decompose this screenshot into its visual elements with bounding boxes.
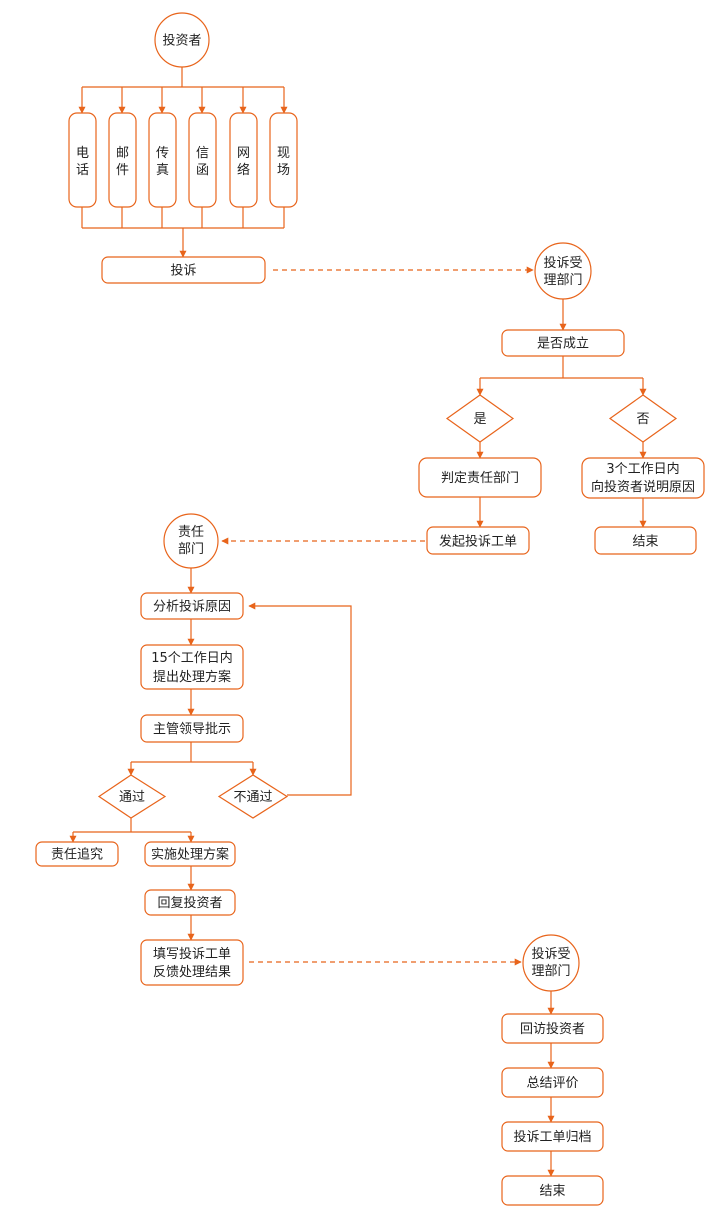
- investor-label: 投资者: [162, 33, 201, 49]
- accept-dept-node: 投诉受 理部门: [534, 242, 592, 300]
- accept-dept-label: 理部门: [543, 273, 582, 288]
- notify-investor-label: 向投资者说明原因: [591, 479, 695, 495]
- resp-dept-label: 责任: [178, 525, 204, 540]
- end-node: 结束: [594, 526, 697, 555]
- is-valid-label: 是否成立: [537, 337, 589, 352]
- connectors: [69, 67, 647, 1177]
- channel-label: 网: [237, 146, 250, 161]
- channel-onsite: 现 场: [269, 112, 298, 208]
- channel-label: 真: [156, 163, 169, 178]
- archive-node: 投诉工单归档: [501, 1121, 604, 1152]
- no-decision: 否: [608, 394, 678, 443]
- channel-label: 络: [237, 162, 250, 178]
- reply-label: 回复投资者: [157, 895, 222, 911]
- channel-label: 话: [76, 163, 89, 178]
- analyze-node: 分析投诉原因: [140, 592, 244, 620]
- propose-plan-label: 15个工作日内: [151, 650, 233, 666]
- end-node: 结束: [501, 1175, 604, 1206]
- accept-dept-node: 投诉受 理部门: [522, 934, 580, 992]
- accept-dept-label: 投诉受: [543, 255, 582, 271]
- accountability-label: 责任追究: [51, 847, 103, 863]
- channel-label: 信: [196, 146, 209, 161]
- is-valid-node: 是否成立: [501, 329, 625, 357]
- resp-dept-node: 责任 部门: [163, 513, 219, 569]
- revisit-label: 回访投资者: [520, 1021, 585, 1037]
- accept-dept-label: 理部门: [531, 964, 570, 979]
- investor-node: 投资者: [154, 12, 210, 68]
- supervisor-node: 主管领导批示: [140, 714, 244, 743]
- loop-back-arrow: [248, 602, 352, 796]
- implement-label: 实施处理方案: [151, 847, 229, 863]
- channel-label: 件: [116, 163, 129, 178]
- complaint-node: 投诉: [101, 256, 266, 284]
- revisit-node: 回访投资者: [501, 1013, 604, 1044]
- evaluate-label: 总结评价: [526, 1076, 578, 1091]
- evaluate-node: 总结评价: [501, 1067, 604, 1098]
- yes-decision: 是: [445, 394, 515, 443]
- implement-node: 实施处理方案: [144, 841, 236, 867]
- archive-label: 投诉工单归档: [513, 1129, 591, 1145]
- reply-node: 回复投资者: [144, 889, 236, 916]
- channel-web: 网 络: [229, 112, 258, 208]
- issue-ticket-node: 发起投诉工单: [426, 526, 530, 555]
- fill-ticket-label: 反馈处理结果: [153, 965, 231, 980]
- resp-dept-label: 部门: [178, 542, 204, 557]
- determine-dept-node: 判定责任部门: [418, 457, 542, 498]
- propose-plan-node: 15个工作日内 提出处理方案: [140, 644, 244, 690]
- end-label: 结束: [632, 535, 658, 550]
- fail-decision: 不通过: [217, 774, 289, 819]
- fill-ticket-label: 填写投诉工单: [153, 946, 231, 962]
- yes-label: 是: [473, 412, 486, 427]
- end-label: 结束: [539, 1184, 565, 1199]
- channel-label: 函: [196, 163, 209, 178]
- fill-ticket-node: 填写投诉工单 反馈处理结果: [140, 939, 244, 986]
- channel-label: 传: [156, 146, 169, 161]
- notify-investor-node: 3个工作日内 向投资者说明原因: [581, 457, 705, 499]
- analyze-label: 分析投诉原因: [153, 599, 231, 615]
- channel-letter: 信 函: [188, 112, 217, 208]
- channel-phone: 电 话: [68, 112, 97, 208]
- accountability-node: 责任追究: [35, 841, 119, 867]
- channel-label: 场: [277, 163, 290, 178]
- propose-plan-label: 提出处理方案: [153, 669, 231, 685]
- notify-investor-label: 3个工作日内: [606, 461, 679, 477]
- channel-mail: 邮 件: [108, 112, 137, 208]
- accept-dept-label: 投诉受: [531, 946, 570, 962]
- complaint-label: 投诉: [170, 263, 196, 279]
- channel-label: 邮: [116, 146, 129, 161]
- issue-ticket-label: 发起投诉工单: [439, 534, 517, 550]
- supervisor-label: 主管领导批示: [153, 722, 231, 737]
- fail-label: 不通过: [233, 790, 272, 805]
- no-label: 否: [636, 412, 649, 427]
- determine-dept-label: 判定责任部门: [441, 471, 519, 486]
- pass-label: 通过: [119, 790, 145, 805]
- channel-label: 现: [277, 146, 290, 161]
- channel-fax: 传 真: [148, 112, 177, 208]
- channel-label: 电: [76, 146, 89, 161]
- pass-decision: 通过: [97, 774, 167, 819]
